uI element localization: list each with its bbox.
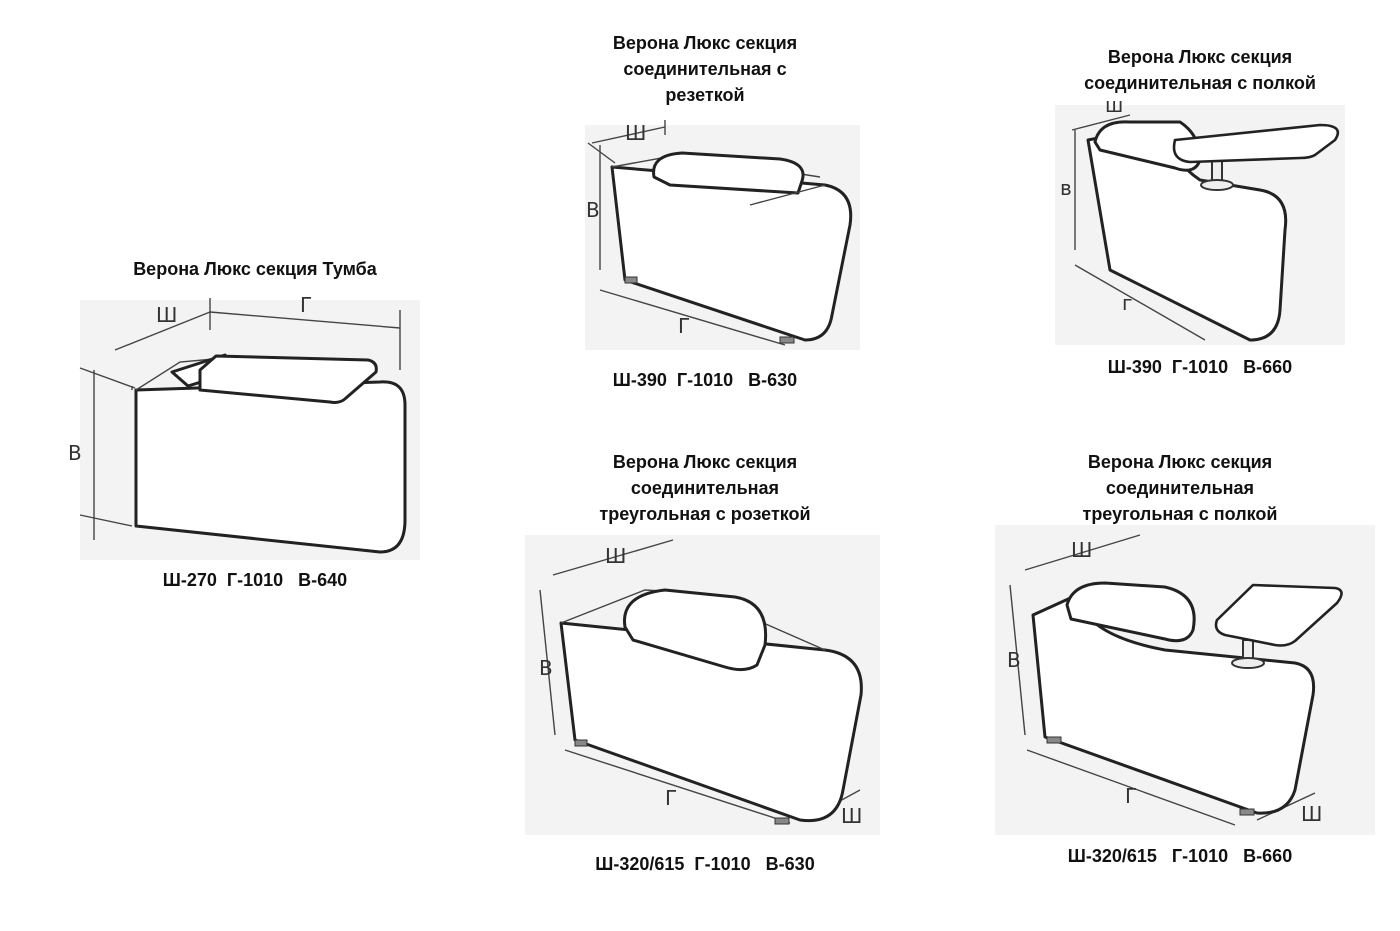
tri-rozetka-drawing: Ш В Г Ш [525,535,880,835]
width-label: Ш [605,544,626,568]
depth-label: Г [678,314,690,338]
width-label: Ш [156,303,177,327]
height-label: в [1060,176,1072,200]
item-dimensions: Ш-320/615 Г-1010 В-660 [1067,846,1293,866]
height-label: В [586,198,600,222]
item-title: Верона Люкс секция соединительная треуго… [599,452,811,524]
width-label: Ш [625,121,646,145]
tumba-drawing: Ш Г В [68,293,420,560]
width-label: ш [1105,93,1123,117]
item-title: Верона Люкс секция Тумба [133,259,377,279]
tri-polka-drawing: Ш В Г Ш [995,525,1375,835]
height-label: В [68,441,82,465]
item-dimensions: Ш-390 Г-1010 В-630 [612,370,798,390]
depth-label: г [1122,291,1133,315]
depth-label: Г [1125,784,1137,808]
width-label: Ш [1071,538,1092,562]
item-title: Верона Люкс секция соединительная с резе… [612,33,798,105]
height-label: В [1007,648,1021,672]
depth-label: Г [665,786,677,810]
item-title: Верона Люкс секция соединительная с полк… [1084,47,1316,93]
rozetka-drawing: Ш В Г [585,120,860,350]
item-dimensions: Ш-270 Г-1010 В-640 [162,570,348,590]
width2-label: Ш [841,804,862,828]
item-dimensions: Ш-390 Г-1010 В-660 [1107,357,1293,377]
height-label: В [539,656,553,680]
polka-drawing: ш в г [1055,93,1345,345]
item-dimensions: Ш-320/615 Г-1010 В-630 [595,854,815,874]
width2-label: Ш [1301,802,1322,826]
item-title: Верона Люкс секция соединительная треуго… [1082,452,1278,524]
depth-label: Г [300,293,312,317]
